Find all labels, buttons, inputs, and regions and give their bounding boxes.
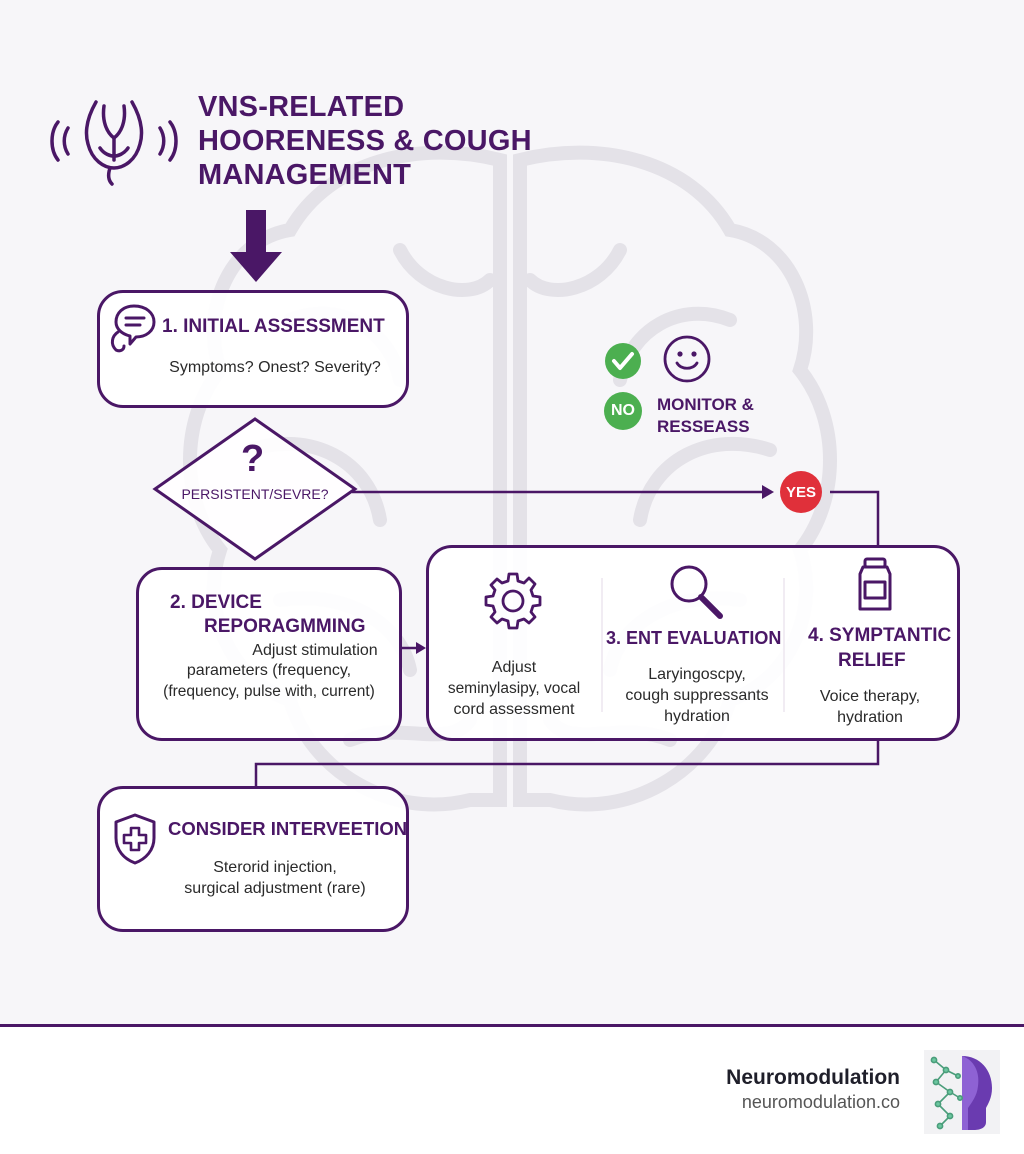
step2-text-2: parameters (frequency, (186, 662, 352, 679)
step2-heading-line-2: REPORAGMMING (204, 616, 366, 637)
decision-label: PERSISTENT/SEVRE? (181, 486, 329, 502)
step4-heading-line-1: 4. SYMPTANTIC (808, 625, 952, 646)
smiley-icon (663, 335, 711, 383)
intervention-text: Sterorid injection, surgical adjustment … (140, 857, 410, 899)
gear-icon (484, 572, 542, 630)
yes-badge: YES (780, 471, 822, 513)
device-reprogramming-box (136, 567, 402, 741)
intervention-connector-line (254, 740, 880, 786)
step2-text-3: (frequency, pulse with, current) (163, 683, 375, 700)
monitor-line-1: MONITOR & (657, 395, 754, 414)
check-icon (605, 343, 641, 379)
decision-diamond (152, 417, 358, 561)
intervention-line-2: surgical adjustment (rare) (184, 880, 366, 897)
adjust-line-3: cord assessment (453, 701, 575, 718)
title-line-1: VNS-RELATED (198, 91, 405, 123)
step2-arrow-head (416, 642, 426, 654)
monitor-reassess-label: MONITOR & RESSEASS (657, 394, 754, 438)
evaluation-relief-box (426, 545, 960, 741)
step3-line-1: Laryingoscpy, (648, 666, 746, 683)
yes-arrow-head (762, 485, 774, 499)
shield-cross-icon (114, 813, 156, 865)
step3-line-3: hydration (664, 708, 730, 725)
brand-logo-icon (924, 1050, 1000, 1134)
adjust-column-text: Adjust seminylasipy, vocal cord assessme… (436, 657, 592, 720)
title-line-2: HOORENESS & COUGH (198, 125, 532, 157)
footer-divider (0, 1024, 1024, 1027)
speech-bubble-icon (110, 304, 156, 353)
down-arrow-shaft (246, 210, 266, 252)
brand-url: neuromodulation.co (741, 1092, 900, 1112)
step4-text: Voice therapy, hydration (792, 686, 948, 728)
intervention-line-1: Sterorid injection, (213, 859, 337, 876)
step3-text: Laryingoscpy, cough suppressants hydrati… (612, 664, 782, 727)
adjust-line-2: seminylasipy, vocal (447, 680, 581, 697)
down-arrow-head (230, 252, 282, 282)
step4-text-2: hydration (837, 709, 903, 726)
no-badge-label: NO (611, 402, 635, 419)
adjust-line-1: Adjust (491, 659, 537, 676)
monitor-line-2: RESSEASS (657, 417, 750, 436)
step2-heading-line-1: 2. DEVICE (170, 592, 262, 613)
step3-line-2: cough suppressants (625, 687, 769, 704)
step4-text-1: Voice therapy, (819, 688, 921, 705)
step3-heading: 3. ENT EVALUATION (606, 628, 782, 648)
title-line-3: MANAGEMENT (198, 159, 412, 191)
consider-intervention-box (97, 786, 409, 932)
intervention-heading: CONSIDER INTERVEETION (168, 818, 408, 839)
medicine-bottle-icon (858, 557, 892, 611)
no-badge: NO (604, 392, 642, 430)
brand-name: Neuromodulation (726, 1066, 900, 1089)
step1-text: Symptoms? Onest? Severity? (169, 359, 381, 376)
step1-heading: 1. INITIAL ASSESSMENT (162, 316, 385, 337)
footer (0, 1027, 1024, 1154)
yes-badge-label: YES (785, 483, 816, 501)
yes-to-column-line (830, 490, 880, 548)
decision-question-icon: ? (241, 438, 265, 480)
throat-vagus-icon (50, 100, 178, 186)
step2-text-1: Adjust stimulation (252, 642, 378, 659)
magnifier-icon (670, 565, 723, 619)
step4-heading-line-2: RELIEF (838, 650, 906, 671)
page-title: VNS-RELATED HOORENESS & COUGH MANAGEMENT (198, 90, 578, 192)
flow-connectors (230, 210, 880, 786)
